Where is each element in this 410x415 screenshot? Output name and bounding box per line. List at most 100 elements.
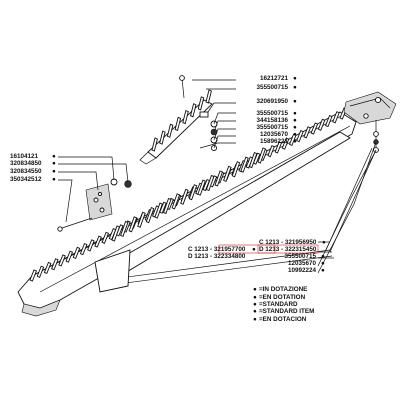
tooth bbox=[190, 103, 197, 118]
tooth bbox=[317, 118, 326, 131]
tooth bbox=[162, 197, 172, 215]
tooth bbox=[72, 246, 81, 259]
part-number-label: 12035670 bbox=[260, 131, 289, 138]
part-number-label: 16212721 bbox=[260, 75, 289, 82]
tooth bbox=[171, 193, 181, 210]
left-mounting-plate bbox=[57, 178, 132, 232]
part-numbers-bottom-right: 355500715●12035670●10992224● bbox=[284, 253, 325, 274]
legend-marker: ● bbox=[253, 316, 257, 323]
legend-text: =EN DOTATION bbox=[259, 294, 306, 301]
part-number-label: 12035670 bbox=[288, 260, 317, 267]
tooth bbox=[166, 123, 174, 138]
tooth bbox=[197, 179, 206, 196]
tooth bbox=[137, 211, 146, 228]
tooth bbox=[29, 269, 37, 282]
tooth bbox=[101, 231, 110, 244]
standard-item-marker: ● bbox=[52, 153, 56, 160]
variant-numbers-right: C 1213 - 321956950 ● D 1213 - 322315450 bbox=[259, 239, 326, 253]
tooth bbox=[240, 156, 249, 173]
tooth bbox=[257, 147, 266, 164]
part-number-label: 355500715 bbox=[284, 253, 316, 260]
legend-text: =EN DOTACION bbox=[259, 316, 307, 323]
tooth bbox=[51, 258, 59, 271]
tooth bbox=[128, 216, 138, 233]
tooth bbox=[188, 184, 198, 201]
tooth bbox=[154, 202, 163, 219]
part-number-label: 355500715 bbox=[256, 84, 288, 91]
part-numbers-top-right: 16212721 ● 355500715 ● 320691950 ● 355500715 ● 3… bbox=[256, 75, 297, 145]
part-number-label: 16104121 bbox=[10, 153, 39, 160]
part-number-label: 344158136 bbox=[256, 117, 288, 124]
standard-item-marker: ● bbox=[321, 267, 325, 274]
legend-marker: ● bbox=[253, 294, 257, 301]
tooth bbox=[205, 89, 212, 104]
tooth bbox=[151, 137, 158, 152]
standard-item-marker: ● bbox=[293, 138, 297, 145]
tooth bbox=[180, 188, 189, 205]
tooth bbox=[120, 220, 129, 238]
leader-lines bbox=[58, 79, 377, 274]
tooth bbox=[159, 201, 167, 214]
part-number-label: 355500715 bbox=[256, 124, 288, 131]
tooth bbox=[174, 116, 182, 132]
standard-item-marker: ● bbox=[293, 98, 297, 105]
tooth bbox=[223, 165, 232, 182]
tooth bbox=[267, 145, 275, 158]
tooth bbox=[288, 133, 297, 146]
tooth bbox=[58, 254, 66, 267]
legend-marker: ● bbox=[253, 308, 257, 315]
tooth bbox=[274, 141, 283, 154]
standard-item-marker: ● bbox=[293, 117, 297, 124]
tooth bbox=[43, 261, 52, 275]
standard-item-marker: ● bbox=[293, 75, 297, 82]
main-finger-bar bbox=[17, 107, 357, 317]
tooth bbox=[182, 109, 189, 125]
tooth bbox=[159, 130, 166, 145]
part-number-label: 320834850 bbox=[10, 160, 42, 167]
standard-item-marker: ● bbox=[293, 110, 297, 117]
legend-marker: ● bbox=[253, 286, 257, 293]
mounting-bracket bbox=[325, 91, 397, 253]
highlight-box-right bbox=[257, 244, 319, 254]
standard-item-marker: ● bbox=[52, 176, 56, 183]
tooth bbox=[231, 161, 241, 178]
standard-item-marker: ● bbox=[321, 253, 325, 260]
upper-knife-section bbox=[139, 75, 213, 165]
tooth bbox=[145, 207, 155, 224]
standard-item-marker: ● bbox=[52, 160, 56, 167]
part-number-label: 350342512 bbox=[10, 176, 42, 183]
tooth bbox=[205, 174, 215, 192]
legend-marker: ● bbox=[253, 301, 257, 308]
tooth bbox=[296, 130, 304, 143]
standard-item-marker: ● bbox=[293, 124, 297, 131]
variant-numbers-center: C 1213 - 321957700●D 1213 - 322334800 bbox=[188, 246, 256, 260]
tooth bbox=[94, 235, 102, 248]
tooth bbox=[65, 250, 74, 263]
tooth bbox=[87, 239, 95, 252]
legend-text: =STANDARD bbox=[259, 301, 298, 308]
part-numbers-left: 16104121 ● 320834850 ● 320834550 ● 350342512 ● bbox=[10, 153, 56, 183]
part-number-label: 320834550 bbox=[10, 168, 42, 175]
standard-item-marker: ● bbox=[52, 168, 56, 175]
part-number-label: 15896221 bbox=[260, 138, 289, 145]
variant-number-label: D 1213 - 322315450 bbox=[259, 246, 317, 253]
legend: ●=IN DOTAZIONE●=EN DOTATION●=STANDARD●=S… bbox=[253, 286, 314, 323]
standard-item-marker: ● bbox=[321, 260, 325, 267]
tooth bbox=[111, 225, 120, 242]
highlight-box-center bbox=[218, 244, 276, 254]
standard-item-marker: ● bbox=[322, 239, 326, 246]
standard-item-marker: ● bbox=[293, 84, 297, 91]
standard-item-marker: ● bbox=[252, 246, 256, 253]
tooth bbox=[248, 151, 258, 169]
tooth bbox=[281, 137, 290, 150]
standard-item-marker: ● bbox=[293, 131, 297, 138]
tooth bbox=[310, 122, 319, 135]
part-number-label: 320691950 bbox=[256, 98, 288, 105]
tooth bbox=[332, 111, 340, 124]
part-number-label: 355500715 bbox=[256, 110, 288, 117]
variant-number-label: C 1213 - 321956950 bbox=[259, 239, 317, 246]
tooth bbox=[303, 126, 311, 139]
tooth bbox=[214, 170, 224, 187]
